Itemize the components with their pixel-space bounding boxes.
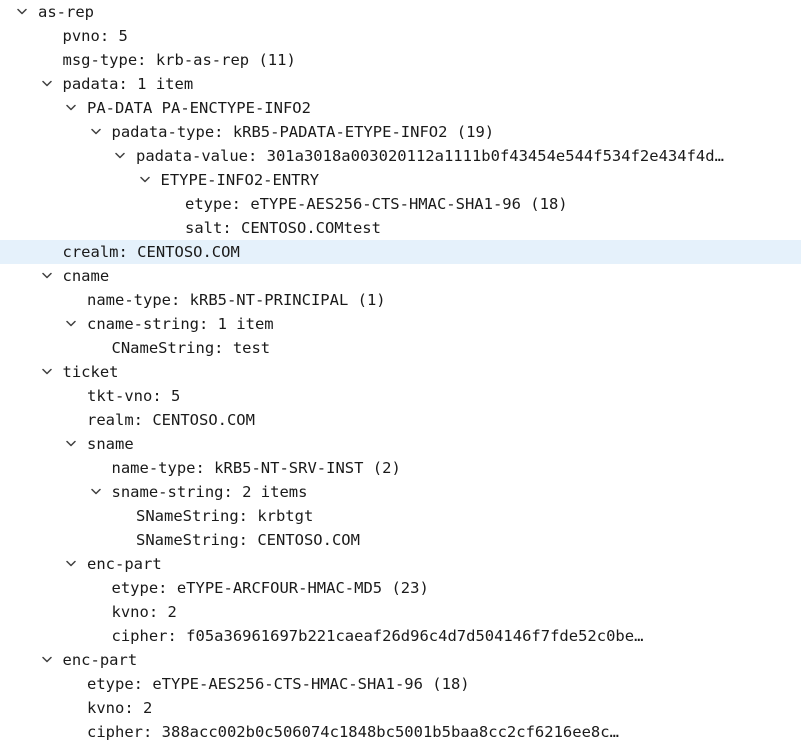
tree-node-label: as-rep [38, 3, 94, 21]
tree-node-label: cname-string: 1 item [87, 315, 274, 333]
tree-node-label: cname [62, 267, 110, 285]
tree-node-label: padata: 1 item [62, 75, 194, 93]
tree-node[interactable]: etype: eTYPE-AES256-CTS-HMAC-SHA1-96 (18… [0, 672, 801, 696]
chevron-down-icon[interactable] [89, 120, 103, 144]
tree-node[interactable]: sname [0, 432, 801, 456]
tree-node[interactable]: CNameString: test [0, 336, 801, 360]
tree-node-label: name-type: kRB5-NT-SRV-INST (2) [111, 459, 401, 477]
tree-node[interactable]: SNameString: CENTOSO.COM [0, 528, 801, 552]
tree-node[interactable]: enc-part [0, 648, 801, 672]
tree-node-label: kvno: 2 [87, 699, 153, 717]
chevron-down-icon[interactable] [15, 0, 29, 24]
tree-node-label: PA-DATA PA-ENCTYPE-INFO2 [87, 99, 311, 117]
tree-node[interactable]: etype: eTYPE-ARCFOUR-HMAC-MD5 (23) [0, 576, 801, 600]
tree-node[interactable]: padata-type: kRB5-PADATA-ETYPE-INFO2 (19… [0, 120, 801, 144]
chevron-down-icon[interactable] [40, 72, 54, 96]
chevron-down-icon[interactable] [89, 480, 103, 504]
tree-node-label: crealm: CENTOSO.COM [62, 243, 240, 261]
tree-node-label: sname-string: 2 items [111, 483, 308, 501]
tree-node[interactable]: tkt-vno: 5 [0, 384, 801, 408]
chevron-down-icon[interactable] [64, 552, 78, 576]
tree-node[interactable]: cipher: 388acc002b0c506074c1848bc5001b5b… [0, 720, 801, 744]
tree-node[interactable]: padata-value: 301a3018a003020112a1111b0f… [0, 144, 801, 168]
chevron-down-icon[interactable] [64, 432, 78, 456]
tree-node-label: msg-type: krb-as-rep (11) [62, 51, 296, 69]
tree-node-label: ETYPE-INFO2-ENTRY [160, 171, 320, 189]
tree-node[interactable]: sname-string: 2 items [0, 480, 801, 504]
tree-node-label: etype: eTYPE-AES256-CTS-HMAC-SHA1-96 (18… [87, 675, 470, 693]
tree-node[interactable]: kvno: 2 [0, 696, 801, 720]
tree-node-label: cipher: f05a36961697b221caeaf26d96c4d7d5… [111, 627, 644, 645]
tree-node-label: SNameString: CENTOSO.COM [136, 531, 360, 549]
chevron-down-icon[interactable] [40, 360, 54, 384]
tree-node-label: sname [87, 435, 134, 453]
tree-node[interactable]: kvno: 2 [0, 600, 801, 624]
chevron-down-icon[interactable] [64, 96, 78, 120]
tree-node-label: SNameString: krbtgt [136, 507, 314, 525]
tree-node[interactable]: crealm: CENTOSO.COM [0, 240, 801, 264]
tree-node[interactable]: cipher: f05a36961697b221caeaf26d96c4d7d5… [0, 624, 801, 648]
tree-node-label: enc-part [87, 555, 162, 573]
chevron-down-icon[interactable] [113, 144, 127, 168]
tree-node-label: padata-value: 301a3018a003020112a1111b0f… [136, 147, 724, 165]
tree-node[interactable]: as-rep [0, 0, 801, 24]
tree-node[interactable]: enc-part [0, 552, 801, 576]
tree-node-label: cipher: 388acc002b0c506074c1848bc5001b5b… [87, 723, 619, 741]
tree-node[interactable]: SNameString: krbtgt [0, 504, 801, 528]
tree-node-label: pvno: 5 [62, 27, 128, 45]
tree-node[interactable]: etype: eTYPE-AES256-CTS-HMAC-SHA1-96 (18… [0, 192, 801, 216]
tree-node-label: CNameString: test [111, 339, 271, 357]
tree-node-label: padata-type: kRB5-PADATA-ETYPE-INFO2 (19… [111, 123, 495, 141]
tree-node-label: tkt-vno: 5 [87, 387, 181, 405]
chevron-down-icon[interactable] [138, 168, 152, 192]
tree-node[interactable]: realm: CENTOSO.COM [0, 408, 801, 432]
tree-node-label: salt: CENTOSO.COMtest [185, 219, 381, 237]
tree-node[interactable]: cname-string: 1 item [0, 312, 801, 336]
tree-node-label: etype: eTYPE-ARCFOUR-HMAC-MD5 (23) [111, 579, 429, 597]
tree-node[interactable]: ETYPE-INFO2-ENTRY [0, 168, 801, 192]
tree-node-label: etype: eTYPE-AES256-CTS-HMAC-SHA1-96 (18… [185, 195, 568, 213]
tree-node[interactable]: msg-type: krb-as-rep (11) [0, 48, 801, 72]
tree-node-label: name-type: kRB5-NT-PRINCIPAL (1) [87, 291, 386, 309]
tree-node[interactable]: pvno: 5 [0, 24, 801, 48]
tree-node-label: enc-part [62, 651, 138, 669]
tree-node[interactable]: name-type: kRB5-NT-SRV-INST (2) [0, 456, 801, 480]
tree-node[interactable]: name-type: kRB5-NT-PRINCIPAL (1) [0, 288, 801, 312]
tree-node[interactable]: salt: CENTOSO.COMtest [0, 216, 801, 240]
chevron-down-icon[interactable] [64, 312, 78, 336]
chevron-down-icon[interactable] [40, 264, 54, 288]
tree-node[interactable]: padata: 1 item [0, 72, 801, 96]
tree-node-label: kvno: 2 [111, 603, 177, 621]
tree-node[interactable]: cname [0, 264, 801, 288]
tree-node-label: realm: CENTOSO.COM [87, 411, 255, 429]
tree-node-label: ticket [62, 363, 119, 381]
tree-node[interactable]: ticket [0, 360, 801, 384]
tree-node[interactable]: PA-DATA PA-ENCTYPE-INFO2 [0, 96, 801, 120]
chevron-down-icon[interactable] [40, 648, 54, 672]
